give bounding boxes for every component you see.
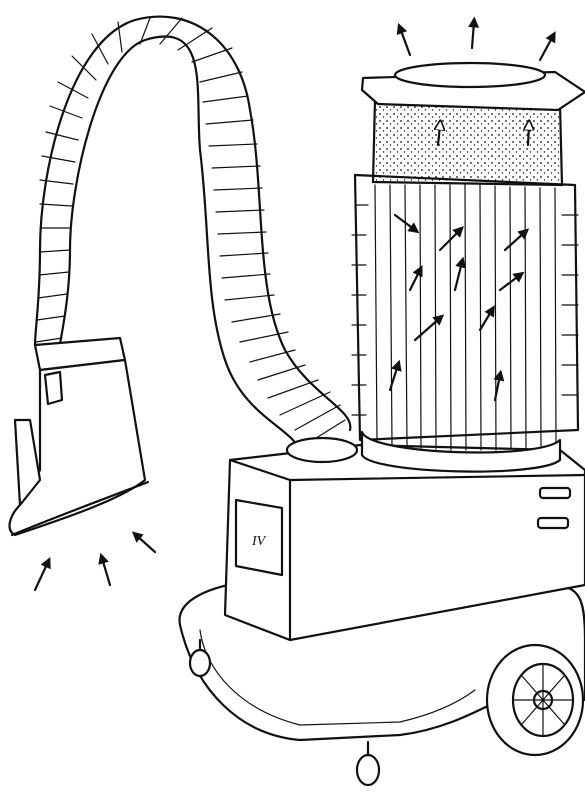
- rear-wheel: [487, 645, 583, 755]
- exhaust-arrows: [400, 22, 553, 60]
- filter-column: [352, 63, 585, 472]
- vent-slot: [540, 488, 570, 498]
- control-panel-label: IV: [251, 534, 267, 549]
- vent-slot: [538, 518, 568, 528]
- extraction-hood: [10, 338, 148, 535]
- intake-arrows: [35, 535, 155, 590]
- front-caster-center: [357, 742, 379, 785]
